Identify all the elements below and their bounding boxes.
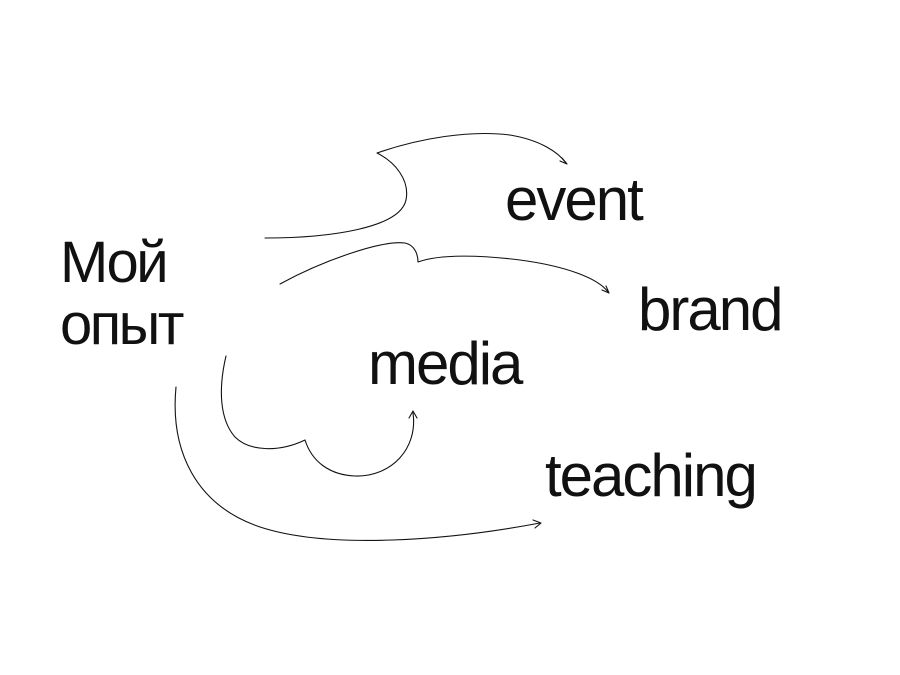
arrow-to-teaching [174,386,542,541]
arrow-to-brand-line [279,242,609,293]
arrow-to-event-line [264,133,567,239]
source-label-line-2: опыт [60,292,184,357]
arrow-to-media-line [220,355,415,477]
target-brand: brand [638,276,783,343]
target-event: event [505,166,644,233]
arrow-to-media [220,355,418,477]
target-media: media [368,330,523,397]
source-label: Мой опыт [60,230,184,357]
arrow-to-teaching-head [532,519,542,529]
arrow-to-event [264,133,568,239]
arrow-to-event-head [559,157,568,165]
target-teaching: teaching [545,442,758,509]
arrow-to-brand-head [601,285,610,294]
arrow-to-teaching-line [174,386,541,541]
arrow-to-media-head [408,410,418,419]
source-label-line-1: Мой [60,230,169,295]
arrow-to-brand [279,242,610,294]
